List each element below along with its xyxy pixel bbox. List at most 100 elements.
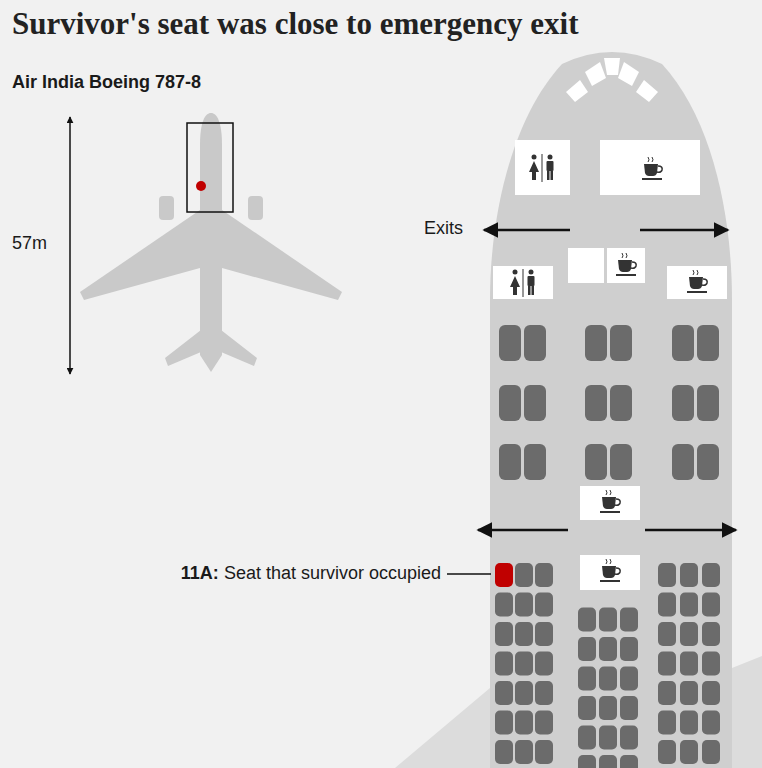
seat [702, 711, 720, 735]
seat [697, 325, 719, 361]
title: Survivor's seat was close to emergency e… [12, 6, 578, 42]
seat [658, 711, 676, 735]
seat [524, 325, 546, 361]
seat [495, 740, 513, 764]
seat [515, 740, 533, 764]
seat [495, 652, 513, 676]
seat [620, 726, 638, 750]
seat [515, 593, 533, 617]
subtitle: Air India Boeing 787-8 [12, 72, 201, 93]
seat [658, 652, 676, 676]
seat [578, 726, 596, 750]
seat [702, 652, 720, 676]
seat [535, 711, 553, 735]
galleys-lavatories [493, 140, 727, 590]
dimension-label: 57m [12, 233, 47, 254]
seat [599, 667, 617, 691]
seat [578, 637, 596, 661]
seat [672, 444, 694, 480]
seat [620, 608, 638, 632]
seat [620, 696, 638, 720]
seat [697, 385, 719, 421]
exit-arrow [484, 229, 570, 232]
fuselage [490, 52, 732, 768]
seat [495, 622, 513, 646]
seat [680, 711, 698, 735]
seat [620, 637, 638, 661]
seat [620, 755, 638, 768]
cockpit-windows [566, 58, 658, 102]
seat [702, 563, 720, 587]
seat-marker [196, 181, 206, 191]
seat [515, 711, 533, 735]
seat [658, 681, 676, 705]
exit-arrow [478, 529, 568, 532]
exit-arrow [640, 229, 728, 232]
seat [680, 740, 698, 764]
seat [658, 563, 676, 587]
seat [680, 681, 698, 705]
seat [495, 681, 513, 705]
seat [680, 622, 698, 646]
seat [620, 667, 638, 691]
seat [578, 608, 596, 632]
exit-arrow [645, 529, 736, 532]
seat [535, 652, 553, 676]
galley-icon [642, 157, 662, 180]
plane-silhouette [80, 113, 342, 372]
seat [599, 608, 617, 632]
seat [535, 563, 553, 587]
seat [499, 444, 521, 480]
seat [515, 681, 533, 705]
seat [680, 593, 698, 617]
seat [610, 444, 632, 480]
seat [697, 444, 719, 480]
leader-line [447, 573, 491, 575]
galley-icon [600, 559, 620, 582]
seat [599, 755, 617, 768]
seat-description: Seat that survivor occupied [224, 563, 441, 584]
seat [515, 622, 533, 646]
seat-map [495, 325, 720, 768]
seat [585, 325, 607, 361]
seat-number: 11A: [181, 563, 219, 584]
seat [515, 652, 533, 676]
galley-icon [687, 270, 707, 293]
amenity-icons [510, 154, 707, 582]
length-arrow [69, 117, 71, 374]
seat [535, 740, 553, 764]
seat [578, 755, 596, 768]
seat [599, 696, 617, 720]
exit-label: Exits [424, 218, 463, 239]
seat [535, 681, 553, 705]
seat [499, 385, 521, 421]
lavatory-icon [529, 154, 554, 182]
seat [495, 593, 513, 617]
lavatory-icon [510, 269, 535, 297]
seat [702, 681, 720, 705]
seat [702, 622, 720, 646]
seat [680, 563, 698, 587]
seat [680, 652, 698, 676]
seat [524, 444, 546, 480]
seat [658, 622, 676, 646]
seat [702, 593, 720, 617]
seat [535, 593, 553, 617]
seat [578, 667, 596, 691]
seat [499, 325, 521, 361]
seat [672, 385, 694, 421]
seat [578, 696, 596, 720]
galley-icon [600, 490, 620, 513]
left-wing [395, 688, 490, 768]
seat [610, 325, 632, 361]
seat [658, 740, 676, 764]
seat [702, 740, 720, 764]
seat [658, 593, 676, 617]
seat [585, 385, 607, 421]
seat [672, 325, 694, 361]
seat [599, 637, 617, 661]
seat [535, 622, 553, 646]
seat [495, 711, 513, 735]
